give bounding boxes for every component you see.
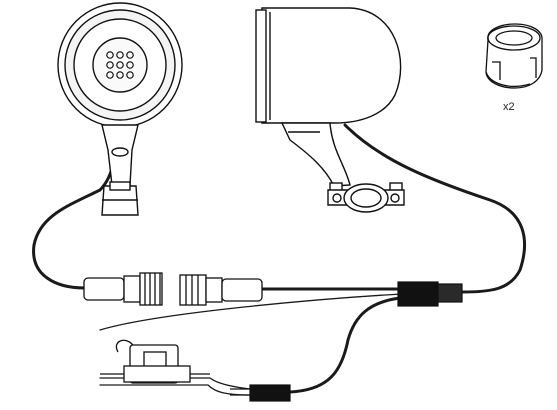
handlebar-clamp-icon <box>327 182 405 213</box>
right-socket-body <box>205 277 223 303</box>
thin-wire-bottom <box>99 384 251 396</box>
left-plug-sleeve <box>83 277 125 301</box>
speaker-front-icon <box>57 2 183 216</box>
left-plug-knurl <box>139 272 163 306</box>
y-splitter <box>397 281 463 307</box>
speaker-side-icon <box>255 7 405 213</box>
power-cable <box>263 296 402 394</box>
right-speaker-cable <box>343 123 527 294</box>
right-socket-knurl <box>179 274 207 306</box>
right-socket-sleeve <box>221 278 263 302</box>
bracket-bolt <box>111 147 129 157</box>
thin-wire-lower <box>99 377 251 390</box>
rubber-shim-icon <box>485 23 543 89</box>
speaker-dot-pattern <box>106 51 134 79</box>
clamp-bolt <box>109 181 131 191</box>
shim-quantity-label: x2 <box>503 101 515 113</box>
fuse-holder-icon <box>100 339 210 384</box>
power-connector <box>230 384 291 402</box>
speaker-side-face <box>255 9 267 123</box>
connector-pair <box>83 272 263 306</box>
thin-wire-upper <box>99 293 403 331</box>
cable-harness <box>32 123 527 396</box>
speaker-front-cone <box>92 37 148 93</box>
fuse-holder-cap <box>123 365 191 383</box>
splitter-sleeve <box>437 283 463 303</box>
speaker-side-body <box>261 7 402 124</box>
splitter-body <box>397 281 439 307</box>
power-connector-body <box>249 384 291 402</box>
left-speaker-cable <box>32 148 120 290</box>
left-plug-nut <box>123 275 141 303</box>
